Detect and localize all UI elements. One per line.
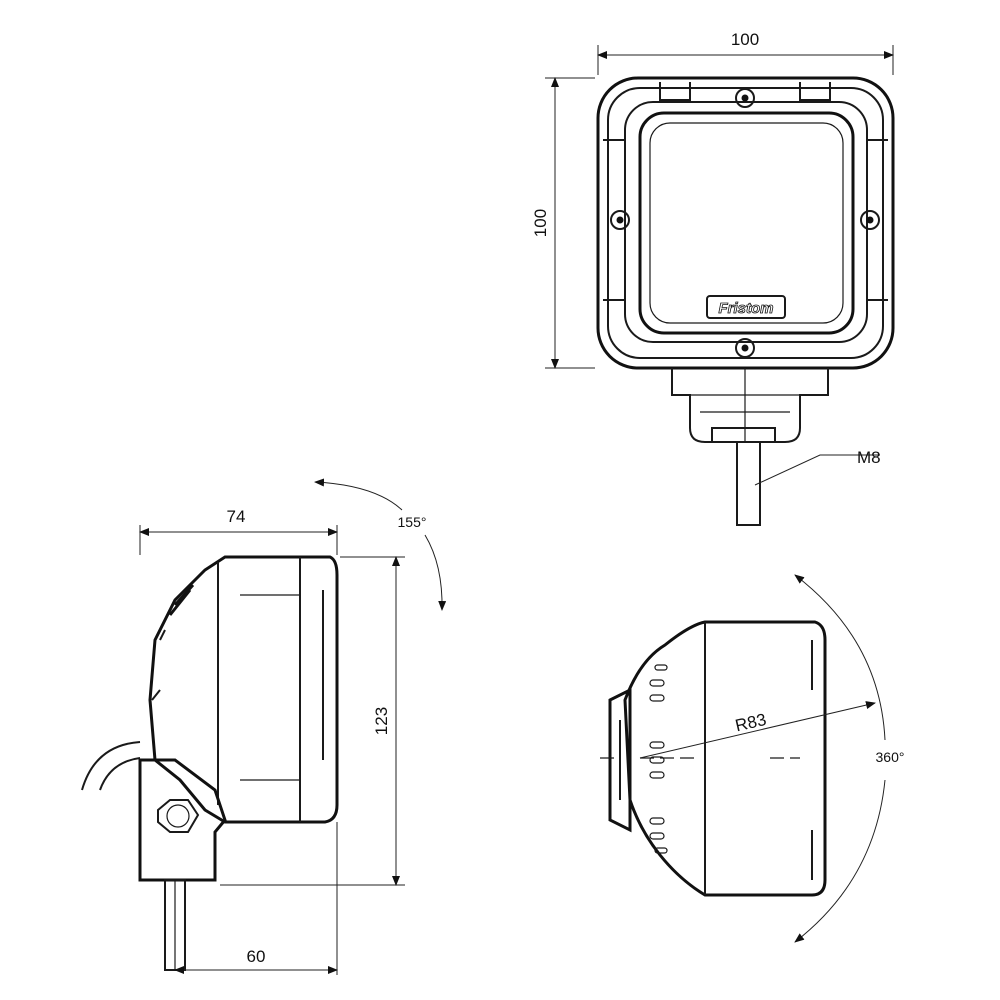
rotation-angle-label: 360° xyxy=(876,749,905,765)
brand-logo: Fristom xyxy=(706,295,786,319)
front-width-dimension: 100 xyxy=(731,30,759,49)
screw-icon xyxy=(610,210,630,230)
side-height-dimension: 123 xyxy=(372,707,391,735)
fins xyxy=(649,664,668,854)
screw-icon xyxy=(735,88,755,108)
svg-text:Fristom: Fristom xyxy=(718,300,773,317)
side-view: 74 123 60 155° xyxy=(81,478,447,975)
front-view: Fristom 100 100 M8 xyxy=(531,30,895,526)
tilt-angle-label: 155° xyxy=(398,514,427,530)
front-height-dimension: 100 xyxy=(531,209,550,237)
mount-dimension: 60 xyxy=(247,947,266,966)
screw-icon xyxy=(735,338,755,358)
thread-label: M8 xyxy=(857,448,881,467)
screw-icon xyxy=(860,210,880,230)
top-view: R83 360° xyxy=(600,574,905,943)
radius-label: R83 xyxy=(733,710,768,736)
side-depth-dimension: 74 xyxy=(227,507,246,526)
